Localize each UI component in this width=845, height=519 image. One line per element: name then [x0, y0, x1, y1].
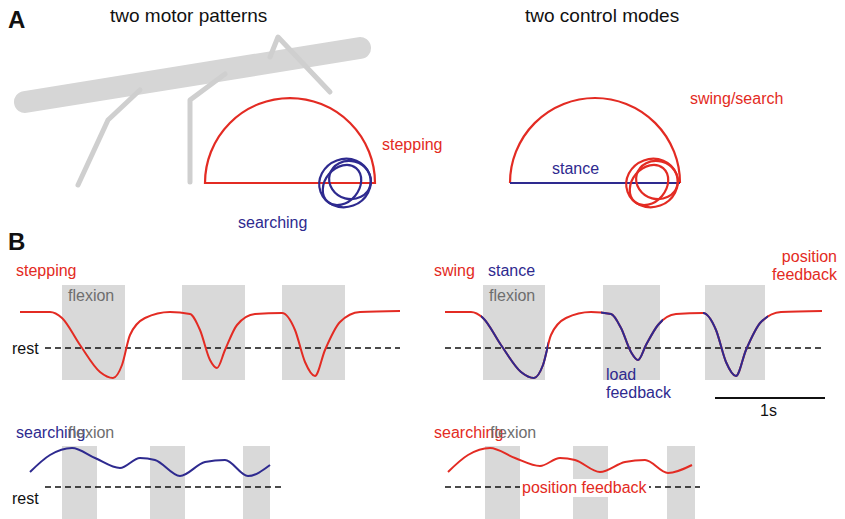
trace-label: searching [238, 214, 307, 232]
flexion-band [667, 446, 695, 519]
search-trajectory [619, 152, 684, 215]
search-loop [315, 157, 369, 213]
phase-label: stance [488, 262, 535, 280]
phase-label: swing [434, 262, 475, 280]
panel-letter: A [8, 6, 25, 34]
axis-label: rest [12, 340, 39, 358]
feedback-label: load feedback [606, 366, 678, 403]
panel-title: two control modes [525, 5, 679, 27]
searching-trace [448, 448, 692, 473]
searching-trajectory [312, 152, 377, 215]
leg [78, 90, 140, 185]
search-loop [312, 152, 377, 215]
phase-label: flexion [68, 424, 114, 442]
panel-letter: B [8, 228, 25, 256]
axis-label: rest [12, 490, 39, 508]
trace-label: swing/search [690, 90, 783, 108]
rest-line [45, 347, 400, 348]
scale-label: 1s [760, 402, 777, 420]
search-loop [632, 156, 682, 204]
phase-label: flexion [68, 287, 114, 305]
stepping-trajectory [205, 98, 375, 183]
trace-label: stepping [16, 262, 77, 280]
insect-illustration [25, 37, 360, 185]
trace-label: stance [552, 160, 599, 178]
scale-bar [715, 397, 825, 399]
flexion-band [705, 285, 765, 380]
search-loop [619, 152, 684, 215]
swing-trajectory [510, 98, 680, 183]
stepping-trace [20, 311, 400, 378]
stance-trajectory [510, 182, 680, 184]
searching-trace [30, 448, 270, 476]
flexion-band [603, 285, 660, 380]
phase-label: flexion [489, 287, 535, 305]
phase-label: flexion [490, 424, 536, 442]
leg [270, 37, 330, 92]
flexion-band [282, 285, 345, 380]
feedback-label: position feedback [520, 479, 649, 497]
rest-line [45, 486, 282, 487]
trace-label: stepping [382, 136, 443, 154]
search-loop [622, 157, 676, 213]
feedback-label: position feedback [765, 248, 837, 285]
flexion-band [243, 446, 270, 519]
search-loop [325, 156, 375, 204]
panel-title: two motor patterns [110, 5, 267, 27]
flexion-band [150, 446, 185, 519]
